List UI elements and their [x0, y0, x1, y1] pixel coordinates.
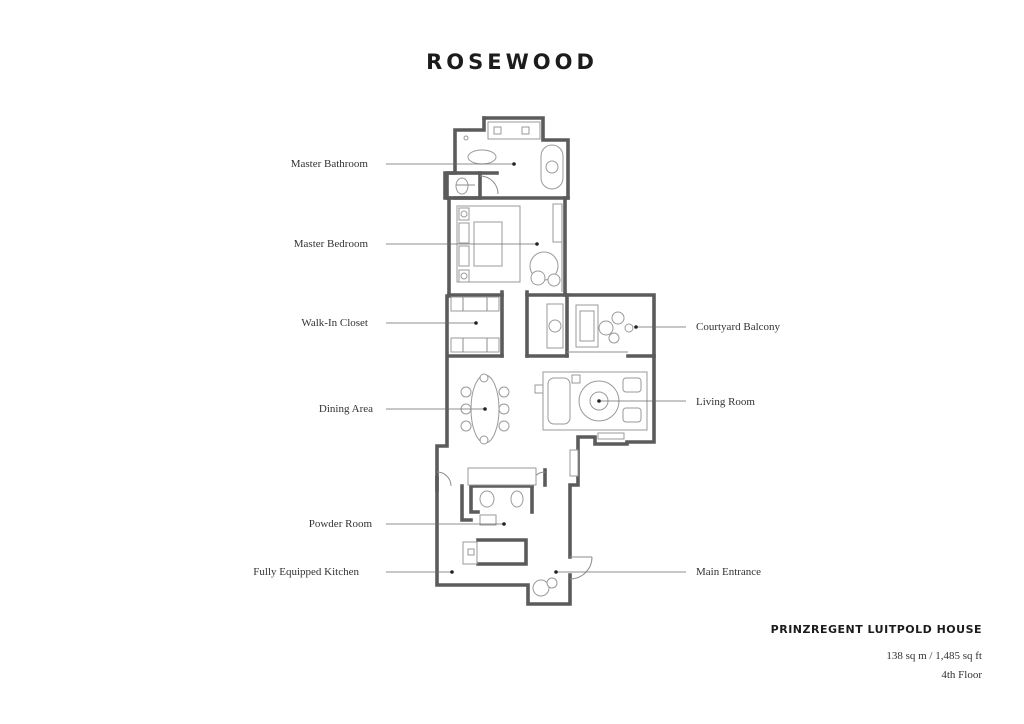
- outer-walls: [435, 116, 656, 606]
- label-living-room: Living Room: [696, 396, 755, 408]
- property-floor: 4th Floor: [941, 669, 982, 681]
- interior-walls: [435, 171, 656, 566]
- property-name: PRINZREGENT LUITPOLD HOUSE: [770, 623, 982, 636]
- label-walk-in-closet: Walk-In Closet: [301, 317, 368, 329]
- label-fully-equipped-kitchen: Fully Equipped Kitchen: [253, 566, 359, 578]
- label-main-entrance: Main Entrance: [696, 566, 761, 578]
- furniture: [450, 121, 648, 597]
- label-master-bedroom: Master Bedroom: [294, 238, 369, 250]
- label-powder-room: Powder Room: [309, 518, 373, 530]
- brand-logo: ROSEWOOD: [426, 50, 598, 74]
- leaders: [386, 162, 686, 574]
- label-master-bathroom: Master Bathroom: [291, 158, 369, 170]
- room-labels-left: Master Bathroom Master Bedroom Walk-In C…: [253, 158, 373, 578]
- room-labels-right: Courtyard Balcony Living Room Main Entra…: [696, 321, 781, 578]
- label-dining-area: Dining Area: [319, 403, 373, 415]
- property-area: 138 sq m / 1,485 sq ft: [886, 650, 982, 662]
- label-courtyard-balcony: Courtyard Balcony: [696, 321, 781, 333]
